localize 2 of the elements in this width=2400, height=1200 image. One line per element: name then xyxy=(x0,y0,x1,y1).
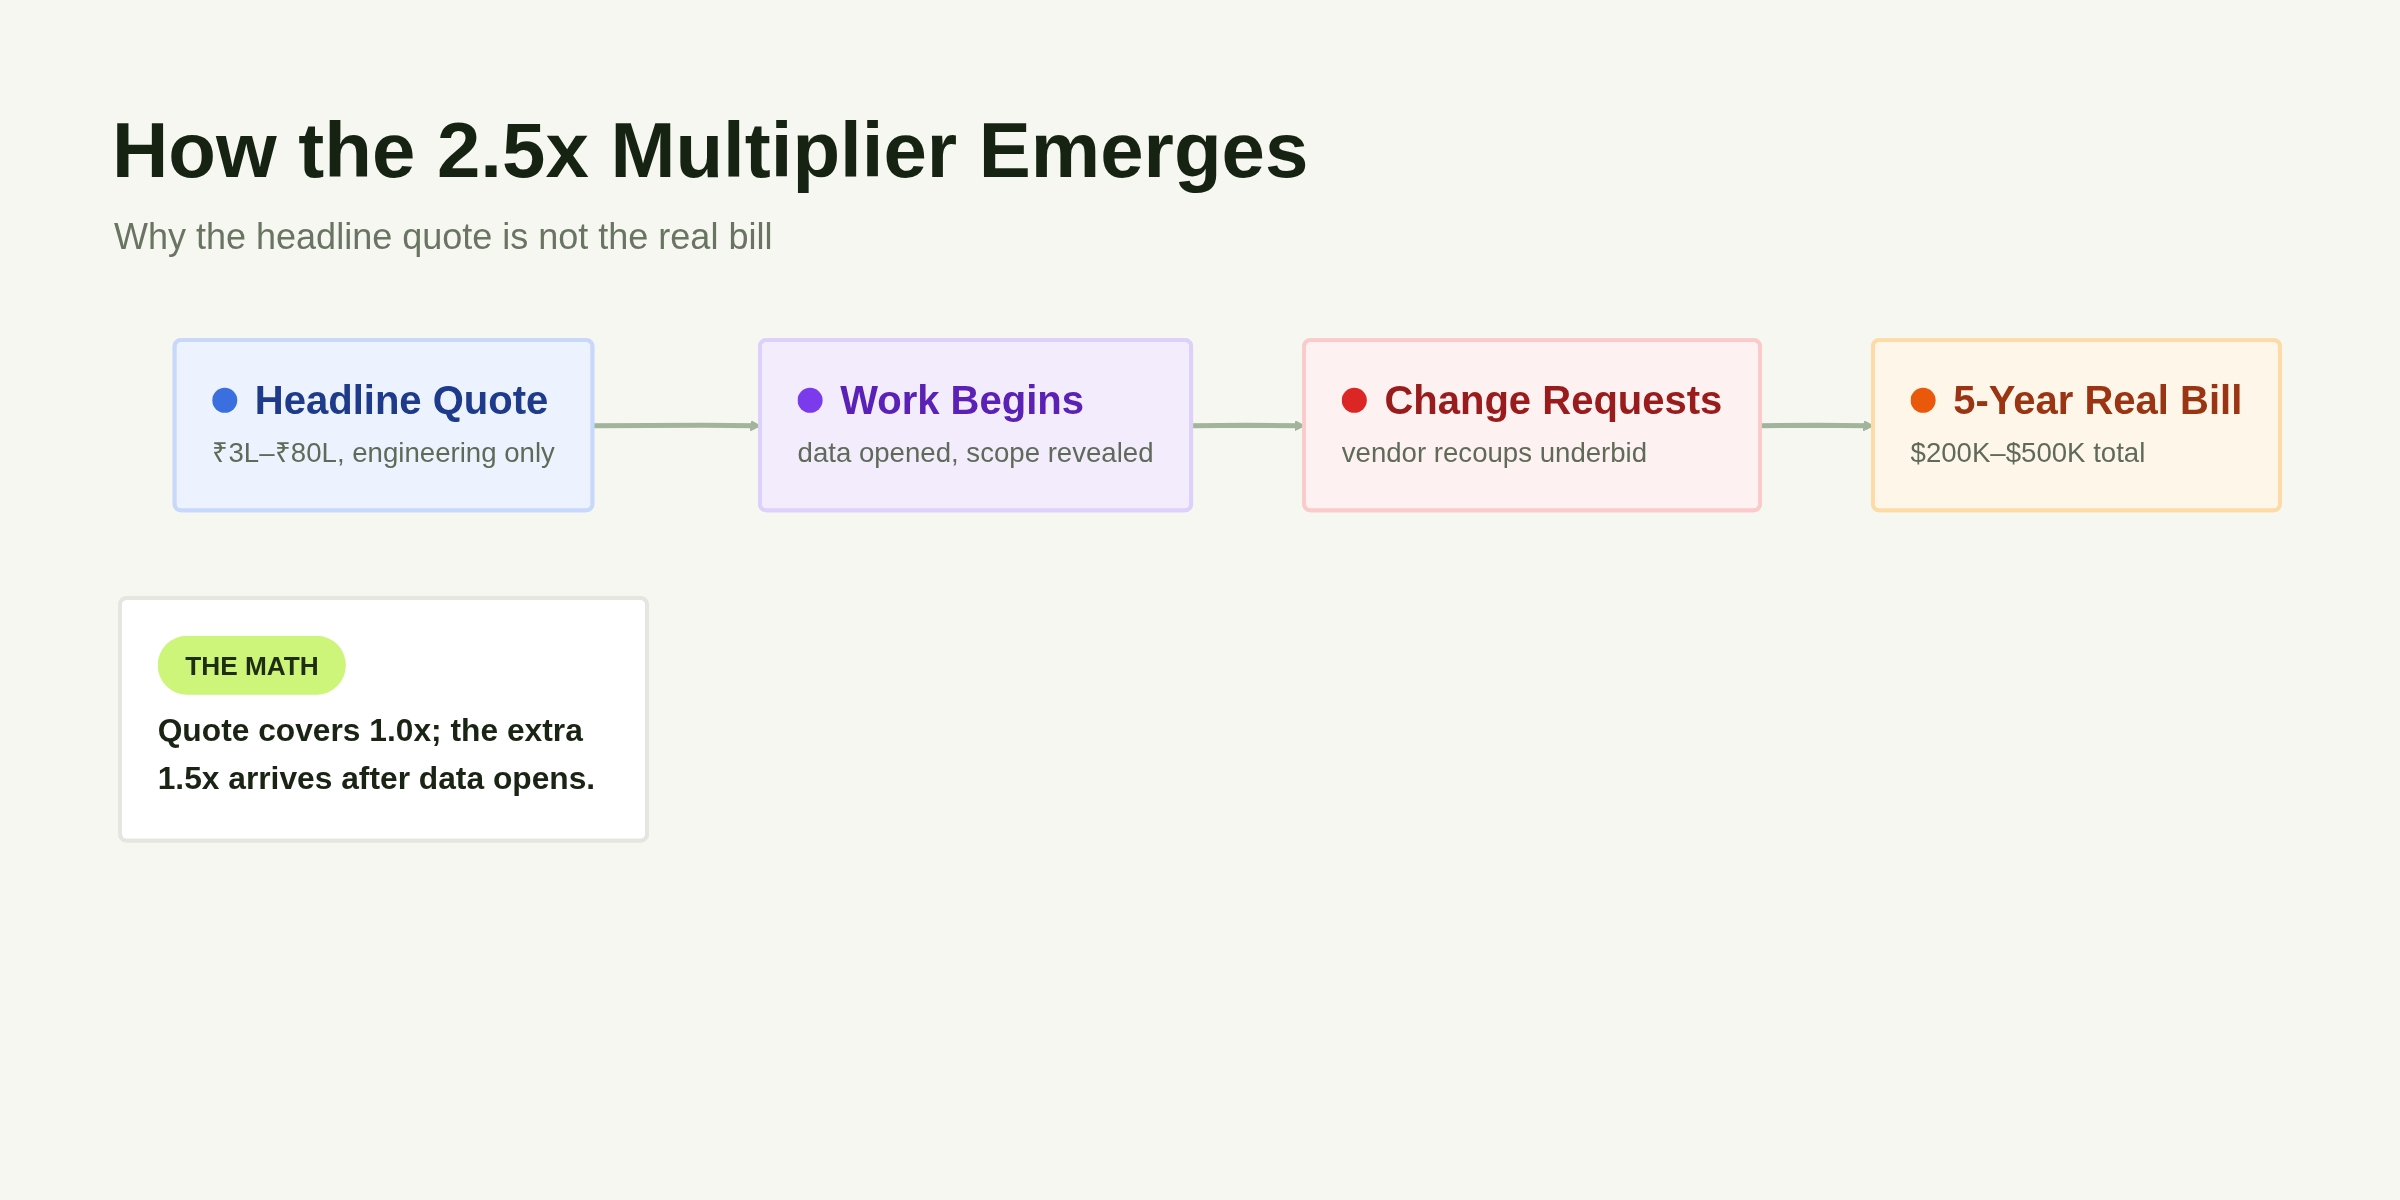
title: How the 2.5x Multiplier Emerges xyxy=(112,108,1309,194)
subtitle: Why the headline quote is not the real bill xyxy=(114,215,773,259)
